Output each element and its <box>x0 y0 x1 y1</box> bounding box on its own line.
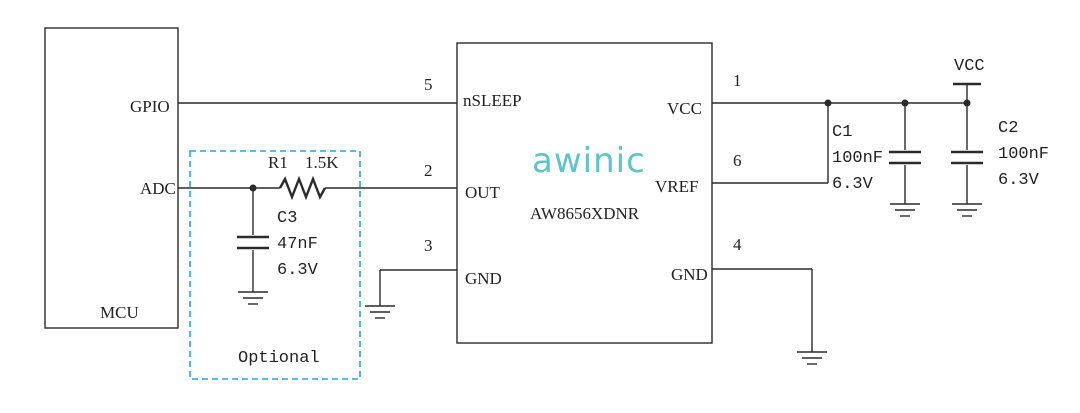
optional-box <box>189 150 361 380</box>
pin-number-4: 4 <box>733 235 742 254</box>
pin-number-2: 2 <box>424 161 433 180</box>
mcu-adc-label: ADC <box>140 179 176 198</box>
mcu-gpio-label: GPIO <box>130 97 170 116</box>
c3-value: 47nF <box>277 235 318 254</box>
chip-part-number: AW8656XDNR <box>530 204 640 223</box>
pin-name-nsleep: nSLEEP <box>463 91 522 110</box>
c3-voltage: 6.3V <box>277 261 319 280</box>
pin-name-vref: VREF <box>655 177 698 196</box>
pin-number-6: 6 <box>733 151 742 170</box>
capacitor-c3 <box>237 188 269 292</box>
r1-ref: R1 <box>268 153 288 172</box>
optional-label: Optional <box>238 349 320 368</box>
wire-gnd-left <box>365 269 457 319</box>
capacitor-c1 <box>889 103 921 204</box>
pin-name-gnd-right: GND <box>671 265 708 284</box>
ground-c3 <box>238 291 268 305</box>
r1-value: 1.5K <box>305 153 339 172</box>
wire-gnd-right <box>712 268 827 365</box>
pin-name-vcc: VCC <box>667 99 702 118</box>
chip-block <box>456 42 713 344</box>
mcu-block <box>44 27 179 329</box>
c1-ref: C1 <box>832 123 852 142</box>
c1-value: 100nF <box>832 149 883 168</box>
ground-c2 <box>952 203 982 217</box>
pin-name-gnd-left: GND <box>465 269 502 288</box>
mcu-title: MCU <box>100 303 139 322</box>
c1-voltage: 6.3V <box>832 175 874 194</box>
pin-name-out: OUT <box>465 183 501 202</box>
pin-number-3: 3 <box>424 236 433 255</box>
vcc-rail-label: VCC <box>954 57 985 76</box>
pin-number-5: 5 <box>424 75 433 94</box>
c2-voltage: 6.3V <box>998 171 1040 190</box>
capacitor-c2 <box>951 84 983 204</box>
wire-vref <box>712 103 829 184</box>
wire-adc-out <box>178 175 457 201</box>
pin-number-1: 1 <box>733 71 742 90</box>
c2-ref: C2 <box>998 119 1018 138</box>
ground-c1 <box>890 203 920 217</box>
junction-vcc-vref <box>824 99 832 107</box>
awinic-logo: awinic <box>532 141 646 181</box>
c3-ref: C3 <box>277 209 297 228</box>
c2-value: 100nF <box>998 145 1049 164</box>
